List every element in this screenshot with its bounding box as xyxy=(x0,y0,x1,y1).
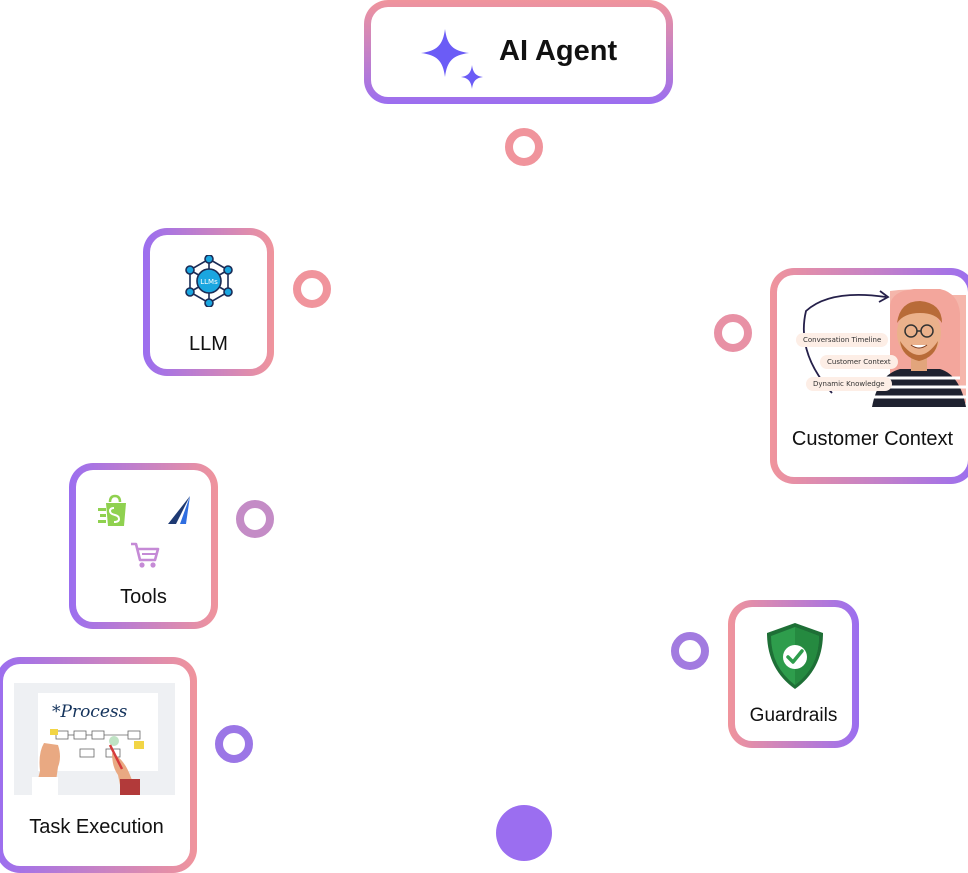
tools-label: Tools xyxy=(120,586,167,608)
customer-context-card: Conversation Timeline Customer Context D… xyxy=(770,268,968,484)
shield-check-icon xyxy=(767,623,823,689)
tag-dynamic-knowledge: Dynamic Knowledge xyxy=(806,377,892,391)
llm-icon-text: LLMs xyxy=(200,278,218,286)
llm-card: LLMs LLM xyxy=(143,228,274,376)
customer-portrait-image xyxy=(802,289,966,407)
guardrails-connector-node xyxy=(671,632,709,670)
tools-card: Tools xyxy=(69,463,218,629)
tag-customer-context: Customer Context xyxy=(820,355,898,369)
task-execution-label: Task Execution xyxy=(29,816,164,838)
guardrails-label: Guardrails xyxy=(749,705,838,726)
tag-conversation-timeline: Conversation Timeline xyxy=(796,333,889,347)
customer-context-label: Customer Context xyxy=(791,428,954,450)
context-connector-node xyxy=(714,314,752,352)
shopping-bag-icon xyxy=(98,494,126,526)
spine-top-node xyxy=(505,128,543,166)
sail-logo-icon xyxy=(168,496,190,524)
guardrails-card: Guardrails xyxy=(728,600,859,748)
process-whiteboard-image: *Process xyxy=(14,683,175,795)
spine-bottom-node xyxy=(496,805,552,861)
llm-label: LLM xyxy=(189,333,228,355)
customer-context-illustration: Conversation Timeline Customer Context D… xyxy=(790,283,966,407)
llm-connector-node xyxy=(293,270,331,308)
ai-agent-title: AI Agent xyxy=(499,35,618,67)
task-execution-card: *Process Task Execution xyxy=(0,657,197,873)
llm-network-icon: LLMs xyxy=(185,255,233,307)
task-connector-node xyxy=(215,725,253,763)
ai-agent-card: AI Agent xyxy=(364,0,673,104)
tools-connector-node xyxy=(236,500,274,538)
sparkle-icon xyxy=(421,29,483,89)
shopping-cart-icon xyxy=(131,542,160,568)
process-text: *Process xyxy=(52,702,128,722)
